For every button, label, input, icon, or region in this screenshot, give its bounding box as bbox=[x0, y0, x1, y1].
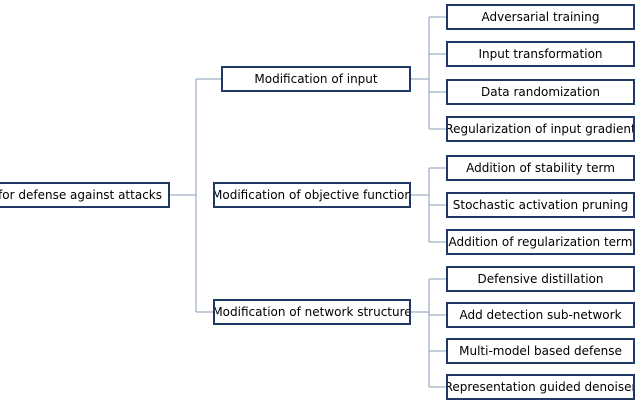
method-label: Add detection sub-network bbox=[459, 308, 622, 322]
method-label: Representation guided denoiser bbox=[446, 380, 635, 394]
method-node: Input transformation bbox=[446, 41, 635, 67]
method-label: Addition of stability term bbox=[466, 161, 615, 175]
method-node: Regularization of input gradient bbox=[446, 116, 635, 142]
category-node-objective: Modification of objective function bbox=[213, 182, 411, 208]
category-node-structure: Modification of network structure bbox=[213, 299, 411, 325]
method-label: Addition of regularization term bbox=[448, 235, 633, 249]
method-label: Data randomization bbox=[481, 85, 600, 99]
method-node: Adversarial training bbox=[446, 4, 635, 30]
root-label: ds for defense against attacks bbox=[0, 188, 162, 202]
category-label: Modification of input bbox=[254, 72, 378, 86]
category-label: Modification of objective function bbox=[213, 188, 411, 202]
method-label: Regularization of input gradient bbox=[446, 122, 635, 136]
method-label: Adversarial training bbox=[481, 10, 600, 24]
category-node-input: Modification of input bbox=[221, 66, 411, 92]
method-label: Stochastic activation pruning bbox=[452, 198, 629, 212]
category-label: Modification of network structure bbox=[213, 305, 411, 319]
method-label: Input transformation bbox=[478, 47, 603, 61]
method-node: Defensive distillation bbox=[446, 266, 635, 292]
method-node: Data randomization bbox=[446, 79, 635, 105]
method-label: Defensive distillation bbox=[477, 272, 604, 286]
method-node: Multi-model based defense bbox=[446, 338, 635, 364]
method-node: Addition of regularization term bbox=[446, 229, 635, 255]
method-node: Add detection sub-network bbox=[446, 302, 635, 328]
method-node: Addition of stability term bbox=[446, 155, 635, 181]
method-node: Stochastic activation pruning bbox=[446, 192, 635, 218]
root-node: ds for defense against attacks bbox=[0, 182, 170, 208]
method-label: Multi-model based defense bbox=[459, 344, 622, 358]
method-node: Representation guided denoiser bbox=[446, 374, 635, 400]
